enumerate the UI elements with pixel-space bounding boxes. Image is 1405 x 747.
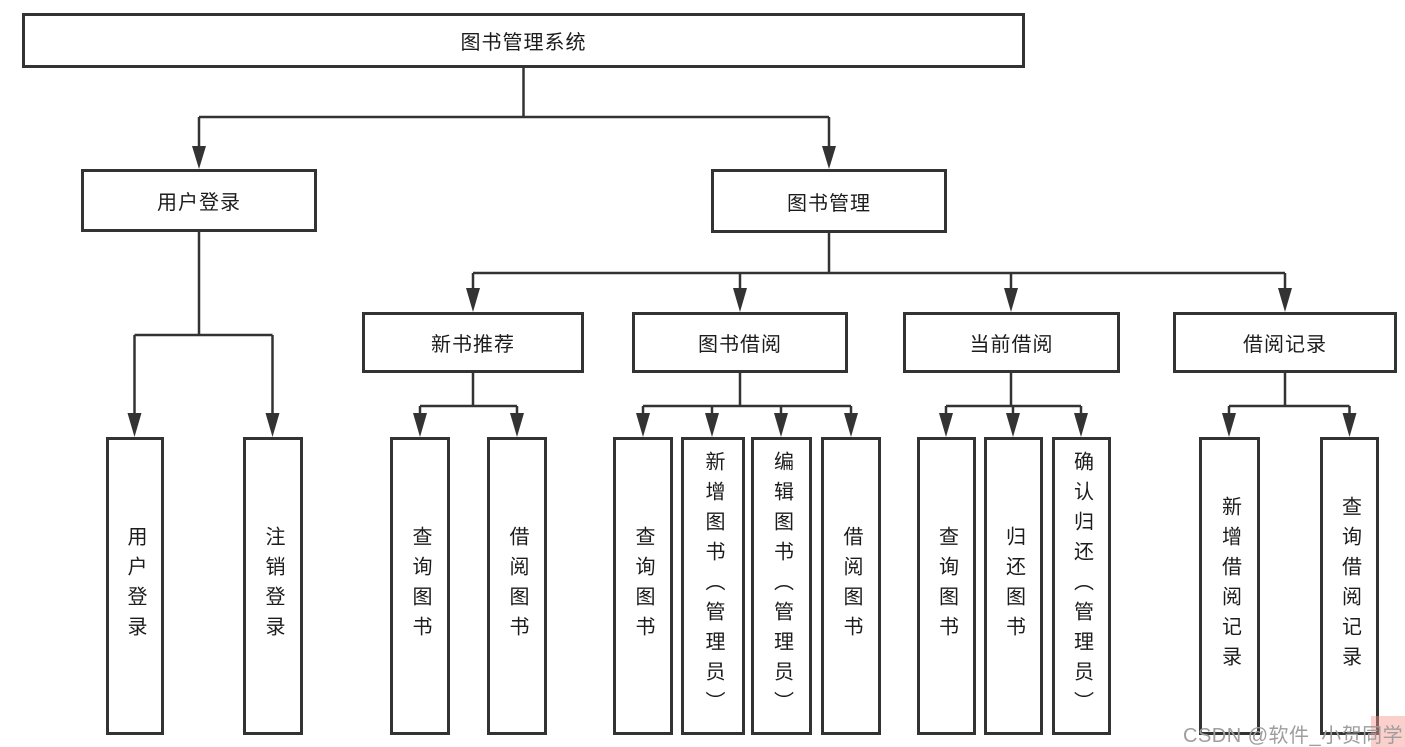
edge-group-current-borrowing (944, 373, 1083, 420)
leaf-add-borrow-record: 新增借阅记录 (1199, 437, 1260, 735)
leaf-logout: 注销登录 (243, 437, 303, 735)
node-root-title: 图书管理系统 (22, 13, 1025, 68)
node-borrowing-records: 借阅记录 (1173, 312, 1397, 373)
arrowheads (127, 146, 1357, 437)
edge-group-new-book-recommend (418, 373, 519, 420)
node-current-borrowing: 当前借阅 (903, 312, 1120, 373)
leaf-user-login: 用户登录 (106, 437, 164, 735)
node-user-login: 用户登录 (81, 169, 317, 232)
leaf-borrow-books-borrowing: 借阅图书 (821, 437, 881, 735)
leaf-add-books-admin: 新增图书（管理员） (681, 437, 745, 735)
leaf-query-borrow-record: 查询借阅记录 (1320, 437, 1379, 735)
leaf-borrow-books-recommend: 借阅图书 (487, 437, 547, 735)
edge-group-borrowing-records (1227, 373, 1351, 420)
leaf-return-books: 归还图书 (984, 437, 1043, 735)
edge-group-root (197, 68, 831, 152)
edge-group-book-borrowing (641, 373, 853, 420)
edge-group-book-management (471, 232, 1287, 298)
leaf-query-books-current: 查询图书 (917, 437, 976, 735)
leaf-confirm-return-admin: 确认归还（管理员） (1052, 437, 1111, 735)
leaf-query-books-borrowing: 查询图书 (613, 437, 673, 735)
node-new-book-recommend: 新书推荐 (362, 312, 584, 373)
leaf-query-books-recommend: 查询图书 (390, 437, 450, 735)
watermark-highlight (1371, 716, 1405, 747)
node-book-management: 图书管理 (711, 169, 947, 233)
watermark: CSDN @软件_小贺同学 (1183, 725, 1404, 747)
node-book-borrowing: 图书借阅 (632, 312, 848, 373)
leaf-edit-books-admin: 编辑图书（管理员） (751, 437, 812, 735)
edge-group-user-login (133, 232, 274, 420)
